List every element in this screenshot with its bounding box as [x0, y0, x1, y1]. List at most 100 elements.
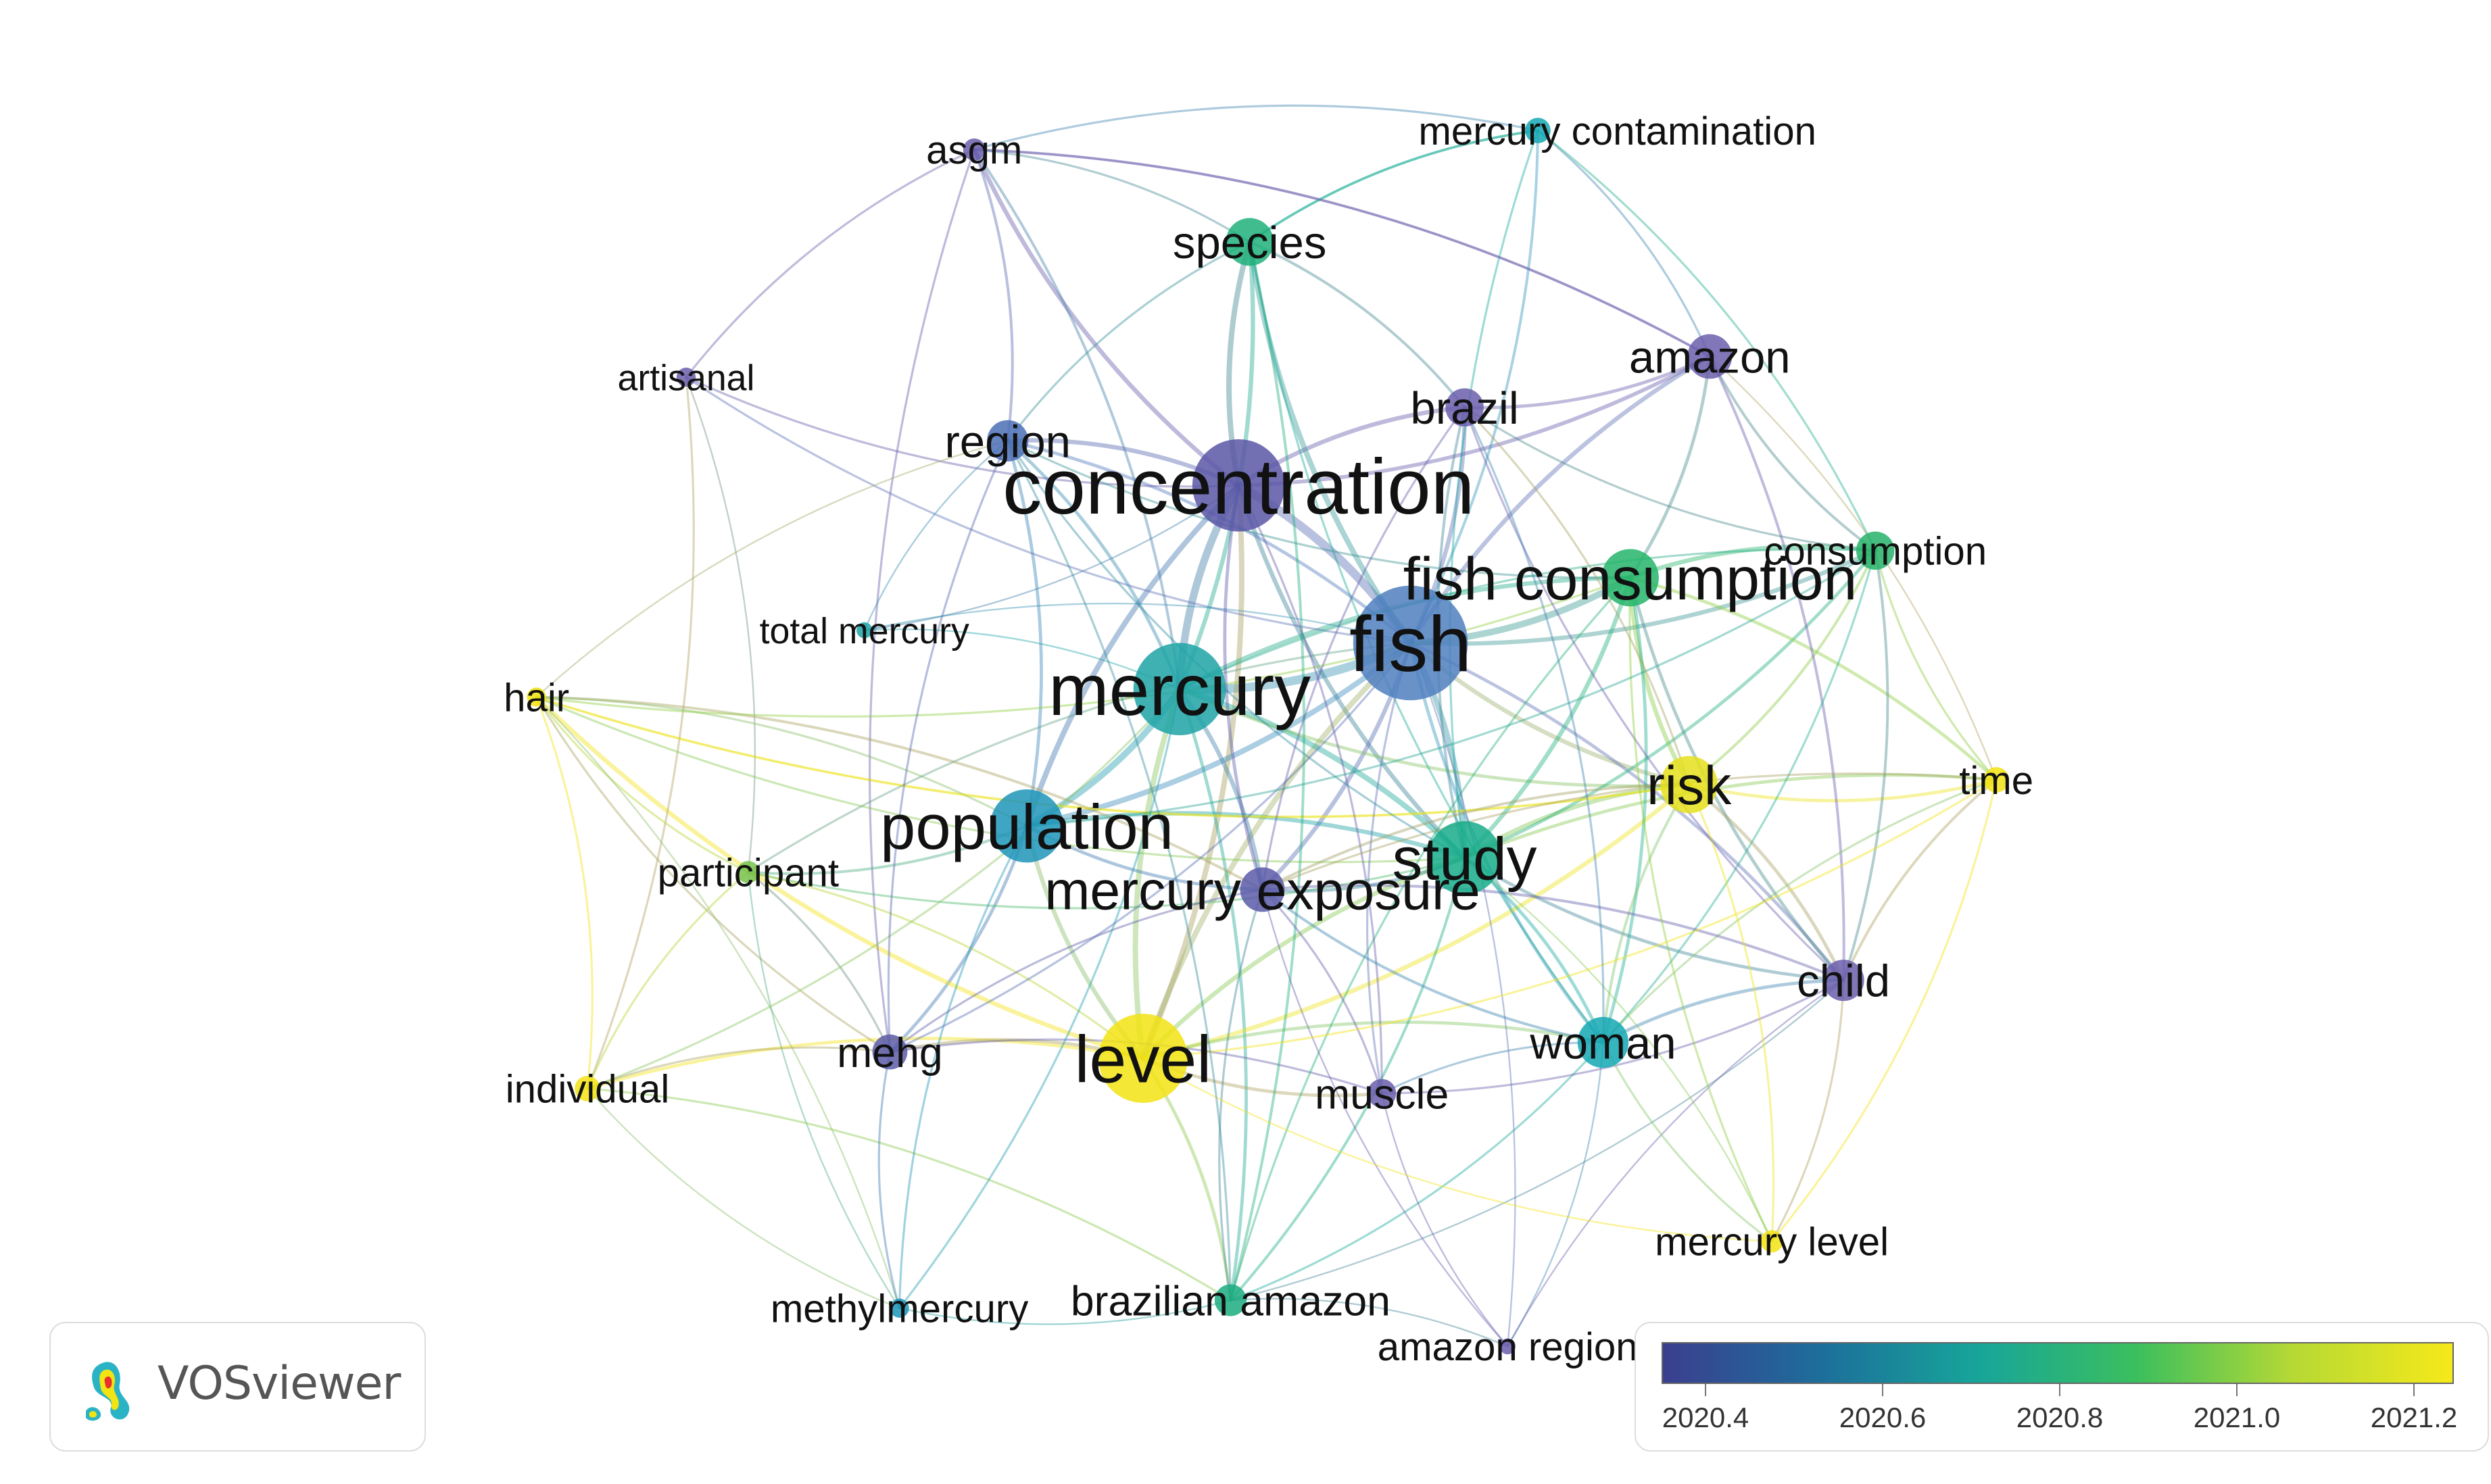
edge-study-fish_consumption: [1462, 575, 1633, 860]
node-label-muscle: muscle: [1315, 1070, 1449, 1118]
node-label-population: population: [880, 791, 1174, 862]
node-time[interactable]: [1983, 767, 2010, 793]
legend-tick-label: 2020.6: [1839, 1402, 1927, 1433]
edge-population-study: [1024, 811, 1467, 860]
legend-tick: [2059, 1384, 2060, 1396]
node-total-mercury[interactable]: [856, 622, 873, 639]
edge-fish-population: [1023, 640, 1413, 829]
vosviewer-logo: VOSviewer: [49, 1322, 426, 1452]
edge-concentration-amazon: [1236, 354, 1712, 488]
node-amazon-region[interactable]: [1499, 1338, 1516, 1355]
edge-muscle-woman: [1380, 1041, 1605, 1095]
edge-mercury_exposure-concentration: [1223, 483, 1264, 891]
node-mercury-contamination[interactable]: [1525, 118, 1551, 143]
edge-mehg-fish: [888, 641, 1412, 1054]
edge-concentration-level: [1140, 483, 1244, 1062]
edge-methylmercury-brazilian_amazon: [898, 1299, 1232, 1325]
edge-mercury_exposure-woman: [1261, 888, 1605, 1044]
edge-study-time: [1463, 773, 1998, 860]
edge-child-mercury_level: [1770, 979, 1845, 1243]
legend-tick-label: 2020.4: [1662, 1402, 1749, 1433]
node-mercury-exposure[interactable]: [1240, 867, 1285, 912]
edge-brazilian_amazon-fish_consumption: [1229, 576, 1632, 1302]
edge-species-asgm: [973, 148, 1251, 243]
node-species[interactable]: [1226, 218, 1274, 266]
edge-amazon-brazil: [1463, 355, 1712, 410]
edge-methylmercury-population: [898, 824, 1028, 1310]
node-label-fish: fish: [1349, 600, 1472, 688]
edge-fish_consumption-woman: [1601, 576, 1648, 1044]
node-fish[interactable]: [1353, 585, 1468, 701]
edge-concentration-study: [1236, 483, 1467, 860]
edge-level-risk: [1140, 782, 1691, 1061]
node-label-participant: participant: [658, 851, 839, 895]
node-label-amazon: amazon: [1629, 332, 1791, 383]
legend-tick: [1705, 1384, 1706, 1396]
node-concentration[interactable]: [1192, 439, 1285, 532]
node-label-time: time: [1959, 759, 2033, 803]
legend-gradient-bar: [1662, 1342, 2454, 1384]
node-asgm[interactable]: [963, 138, 986, 161]
node-label-level: level: [1075, 1022, 1211, 1096]
edge-risk-woman: [1601, 783, 1691, 1044]
node-woman[interactable]: [1577, 1016, 1629, 1068]
edge-time-mercury_exposure: [1261, 772, 1998, 891]
edge-study-consumption: [1463, 549, 1877, 860]
edge-mehg-mercury_exposure: [888, 888, 1264, 1054]
legend-tick: [1882, 1384, 1883, 1396]
node-population[interactable]: [990, 789, 1064, 863]
edge-woman-consumption: [1601, 549, 1877, 1044]
node-methylmercury[interactable]: [890, 1298, 909, 1318]
edge-total_mercury-concentration: [863, 485, 1240, 631]
node-mercury[interactable]: [1133, 643, 1226, 736]
edge-fish-consumption: [1408, 548, 1878, 646]
node-hair[interactable]: [527, 687, 546, 707]
node-label-asgm: asgm: [926, 128, 1022, 172]
edge-consumption-population: [1025, 549, 1877, 827]
edge-mercury_contamination-amazon: [1537, 129, 1711, 358]
edge-mercury_level-study: [1464, 857, 1773, 1243]
edge-artisanal-participant: [685, 376, 756, 873]
legend-tick: [2413, 1384, 2415, 1396]
node-study[interactable]: [1428, 821, 1501, 895]
node-muscle[interactable]: [1367, 1079, 1397, 1108]
node-risk[interactable]: [1660, 756, 1718, 814]
edge-muscle-fish: [1365, 641, 1412, 1095]
node-label-amazon-region: amazon region: [1378, 1325, 1638, 1369]
color-legend: 2020.4 2020.6 2020.8 2021.0 2021.2: [1635, 1322, 2489, 1452]
node-brazilian-amazon[interactable]: [1214, 1284, 1247, 1316]
node-layer: [527, 118, 2010, 1355]
edge-woman-child: [1601, 979, 1845, 1044]
node-individual[interactable]: [575, 1075, 600, 1102]
node-participant[interactable]: [737, 861, 760, 884]
node-child[interactable]: [1822, 960, 1864, 1001]
edge-brazil-risk: [1464, 406, 1691, 786]
node-consumption[interactable]: [1856, 531, 1895, 570]
node-label-mercury: mercury: [1048, 649, 1311, 731]
edge-time-consumption: [1874, 549, 1998, 781]
node-brazil[interactable]: [1445, 388, 1484, 427]
edge-mercury-study: [1177, 686, 1468, 861]
edge-participant-level: [747, 870, 1144, 1060]
edge-consumption-mercury: [1178, 548, 1877, 691]
edge-mercury_level-time: [1770, 778, 1998, 1243]
edge-fish_consumption-amazon: [1628, 355, 1712, 580]
edge-artisanal-concentration: [685, 376, 1240, 488]
edge-asgm-region: [973, 148, 1014, 443]
edge-hair-fish_consumption: [535, 576, 1632, 718]
edge-fish-amazon: [1408, 354, 1712, 645]
node-artisanal[interactable]: [676, 368, 696, 387]
node-amazon[interactable]: [1687, 334, 1733, 379]
node-region[interactable]: [987, 420, 1029, 462]
edge-concentration-population: [1023, 483, 1242, 829]
node-label-mercury-level: mercury level: [1655, 1220, 1889, 1264]
edge-amazon-consumption: [1708, 355, 1877, 552]
edge-study-child: [1463, 856, 1845, 983]
node-mercury-level[interactable]: [1760, 1230, 1783, 1253]
node-fish-consumption[interactable]: [1601, 549, 1659, 607]
edge-fish_consumption-consumption: [1628, 544, 1878, 580]
node-level[interactable]: [1098, 1014, 1188, 1104]
edge-muscle-child: [1380, 979, 1845, 1095]
node-label-risk: risk: [1647, 756, 1732, 816]
node-mehg[interactable]: [872, 1034, 908, 1070]
